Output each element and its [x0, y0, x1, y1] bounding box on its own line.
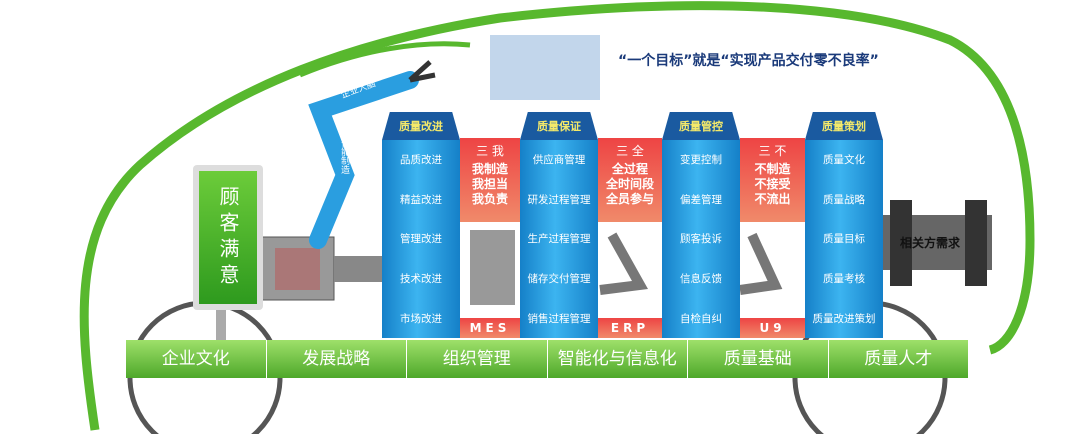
stakeholder-needs-label: 相关方需求	[900, 236, 961, 250]
column-quality-assurance: 质量保证 供应商管理研发过程管理生产过程管理储存交付管理销售过程管理	[520, 112, 598, 338]
connector-three-me: 三 我 我制造我担当我负责	[460, 138, 520, 222]
column-title: 质量保证	[520, 112, 598, 140]
foundation-item: 组织管理	[407, 340, 548, 378]
connector-line: 全时间段	[605, 177, 654, 191]
column-item: 质量战略	[823, 193, 865, 206]
foundation-item: 智能化与信息化	[548, 340, 688, 378]
machine-image	[490, 35, 600, 100]
column-item: 质量考核	[823, 273, 865, 286]
customer-satisfaction-sign: 顾客满意	[193, 165, 263, 310]
connector-three-all: 三 全 全过程全时间段全员参与	[598, 138, 662, 222]
column-item: 顾客投诉	[680, 233, 722, 246]
connector-line: 我制造	[471, 162, 508, 176]
connector-line: 不接受	[754, 177, 791, 191]
system-u9: U9	[740, 318, 805, 338]
column-item: 偏差管理	[680, 193, 722, 206]
connector-line: 不制造	[754, 162, 791, 176]
column-item: 质量文化	[823, 154, 865, 167]
column-item: 生产过程管理	[527, 233, 591, 246]
foundation-item: 发展战略	[267, 340, 407, 378]
foundation-bar: 企业文化 发展战略 组织管理 智能化与信息化 质量基础 质量人才	[126, 340, 968, 378]
connector-title: 三 全	[616, 144, 644, 158]
column-quality-improvement: 质量改进 品质改进精益改进管理改进技术改进市场改进	[382, 112, 460, 338]
connector-line: 不流出	[754, 192, 791, 206]
customer-satisfaction-label: 顾客满意	[199, 171, 257, 304]
column-item: 变更控制	[680, 154, 722, 167]
connector-title: 三 我	[476, 144, 504, 158]
column-quality-planning: 质量策划 质量文化质量战略质量目标质量考核质量改进策划	[805, 112, 883, 338]
column-title: 质量改进	[382, 112, 460, 140]
column-item: 质量目标	[823, 233, 865, 246]
column-item: 销售过程管理	[527, 312, 591, 325]
column-item: 精益改进	[400, 193, 442, 206]
column-quality-control: 质量管控 变更控制偏差管理顾客投诉信息反馈自检自纠	[662, 112, 740, 338]
connector-title: 三 不	[758, 144, 787, 158]
system-erp: ERP	[598, 318, 662, 338]
column-item: 研发过程管理	[527, 193, 591, 206]
connector-line: 我担当	[471, 177, 508, 191]
connector-three-no: 三 不 不制造不接受不流出	[740, 138, 805, 222]
column-item: 品质改进	[400, 154, 442, 167]
foundation-item: 质量人才	[864, 349, 933, 369]
system-mes: MES	[460, 318, 520, 338]
connector-line: 全员参与	[605, 192, 654, 206]
column-item: 市场改进	[400, 312, 442, 325]
connector-line: 全过程	[611, 162, 648, 176]
column-item: 管理改进	[400, 233, 442, 246]
column-item: 储存交付管理	[527, 273, 591, 286]
foundation-item: 质量基础	[688, 340, 829, 378]
column-item: 质量改进策划	[812, 312, 876, 325]
column-item: 供应商管理	[532, 154, 586, 167]
column-title: 质量策划	[805, 112, 883, 140]
connector-line: 我负责	[471, 192, 508, 206]
column-item: 信息反馈	[680, 273, 722, 286]
column-item: 技术改进	[400, 273, 442, 286]
column-title: 质量管控	[662, 112, 740, 140]
slogan: “一个目标”就是“实现产品交付零不良率”	[618, 53, 879, 69]
column-item: 自检自纠	[680, 312, 722, 325]
foundation-item: 企业文化	[126, 340, 267, 378]
arm-lower-label: 智能制造	[339, 138, 349, 174]
